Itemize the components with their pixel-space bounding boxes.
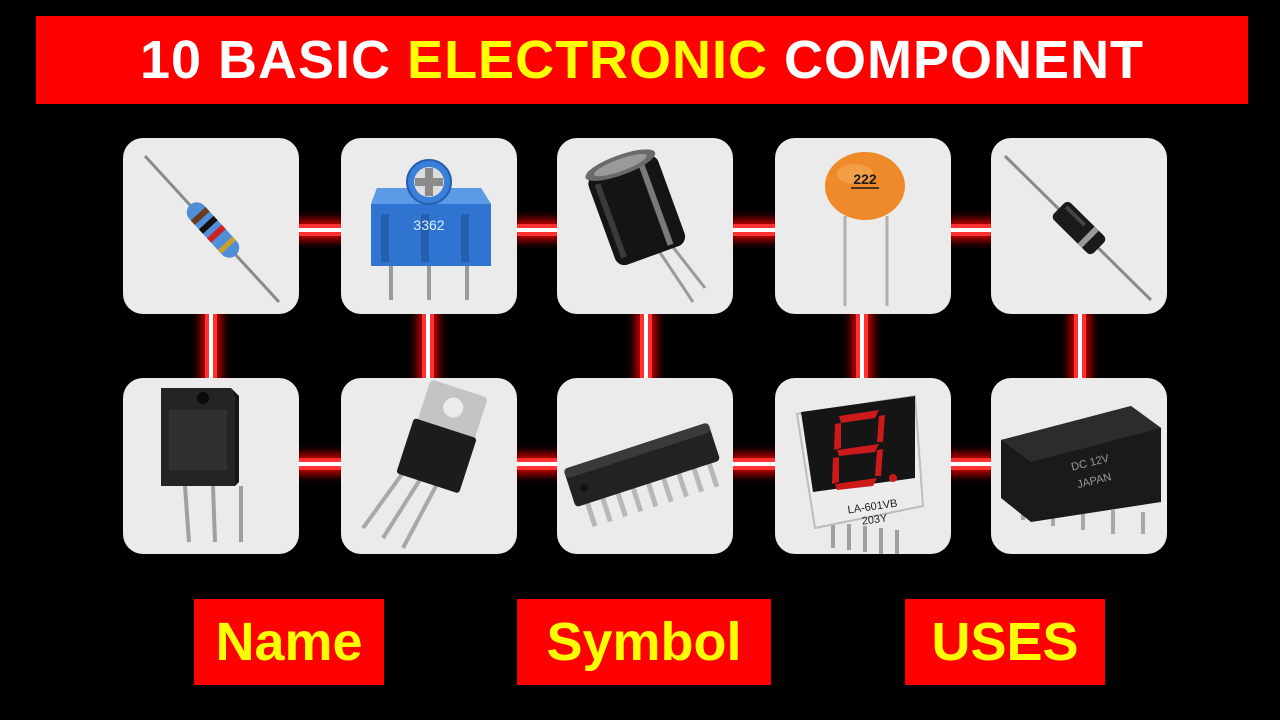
title-banner: 10 BASIC ELECTRONIC COMPONENT <box>36 16 1248 104</box>
connector <box>856 312 868 380</box>
ceramic-capacitor-icon: 222 <box>825 152 905 306</box>
connector <box>516 458 560 470</box>
component-tile-voltage-regulator <box>341 378 517 554</box>
trimmer-marking: 3362 <box>413 217 444 233</box>
component-tile-relay: DC 12V JAPAN <box>991 378 1167 554</box>
voltage-regulator-icon <box>361 380 487 549</box>
relay-icon: DC 12V JAPAN <box>1001 406 1161 534</box>
integrated-circuit-icon <box>564 423 720 528</box>
ceramic-marking: 222 <box>853 171 877 187</box>
connector <box>516 224 560 236</box>
power-transistor-icon <box>161 388 243 543</box>
trimmer-potentiometer-icon: 3362 <box>371 159 491 300</box>
title-part-3: COMPONENT <box>784 30 1145 90</box>
component-tile-ceramic-capacitor: 222 <box>775 138 951 314</box>
component-tile-trimmer-potentiometer: 3362 <box>341 138 517 314</box>
connector <box>640 312 652 380</box>
component-tile-electrolytic-capacitor <box>557 138 733 314</box>
diode-icon <box>1003 154 1153 302</box>
connector <box>732 458 778 470</box>
title-part-1: 10 BASIC <box>139 30 392 90</box>
title-part-2: ELECTRONIC <box>407 30 769 90</box>
seven-segment-display-icon: LA-601VB 203Y <box>795 394 925 554</box>
symbol-label: Symbol <box>517 599 771 685</box>
component-tile-seven-segment-display: LA-601VB 203Y <box>775 378 951 554</box>
name-label: Name <box>194 599 384 685</box>
electrolytic-capacitor-icon <box>585 149 707 303</box>
component-tile-resistor <box>123 138 299 314</box>
connector <box>950 224 994 236</box>
connector <box>298 458 344 470</box>
connector <box>1074 312 1086 380</box>
connector <box>732 224 778 236</box>
resistor-icon <box>143 154 281 304</box>
display-marking-2: 203Y <box>861 512 889 528</box>
connector <box>298 224 344 236</box>
component-tile-integrated-circuit <box>557 378 733 554</box>
connector <box>422 312 434 380</box>
component-tile-diode <box>991 138 1167 314</box>
uses-label: USES <box>905 599 1105 685</box>
connector <box>950 458 994 470</box>
component-tile-power-transistor <box>123 378 299 554</box>
connector <box>205 312 217 380</box>
